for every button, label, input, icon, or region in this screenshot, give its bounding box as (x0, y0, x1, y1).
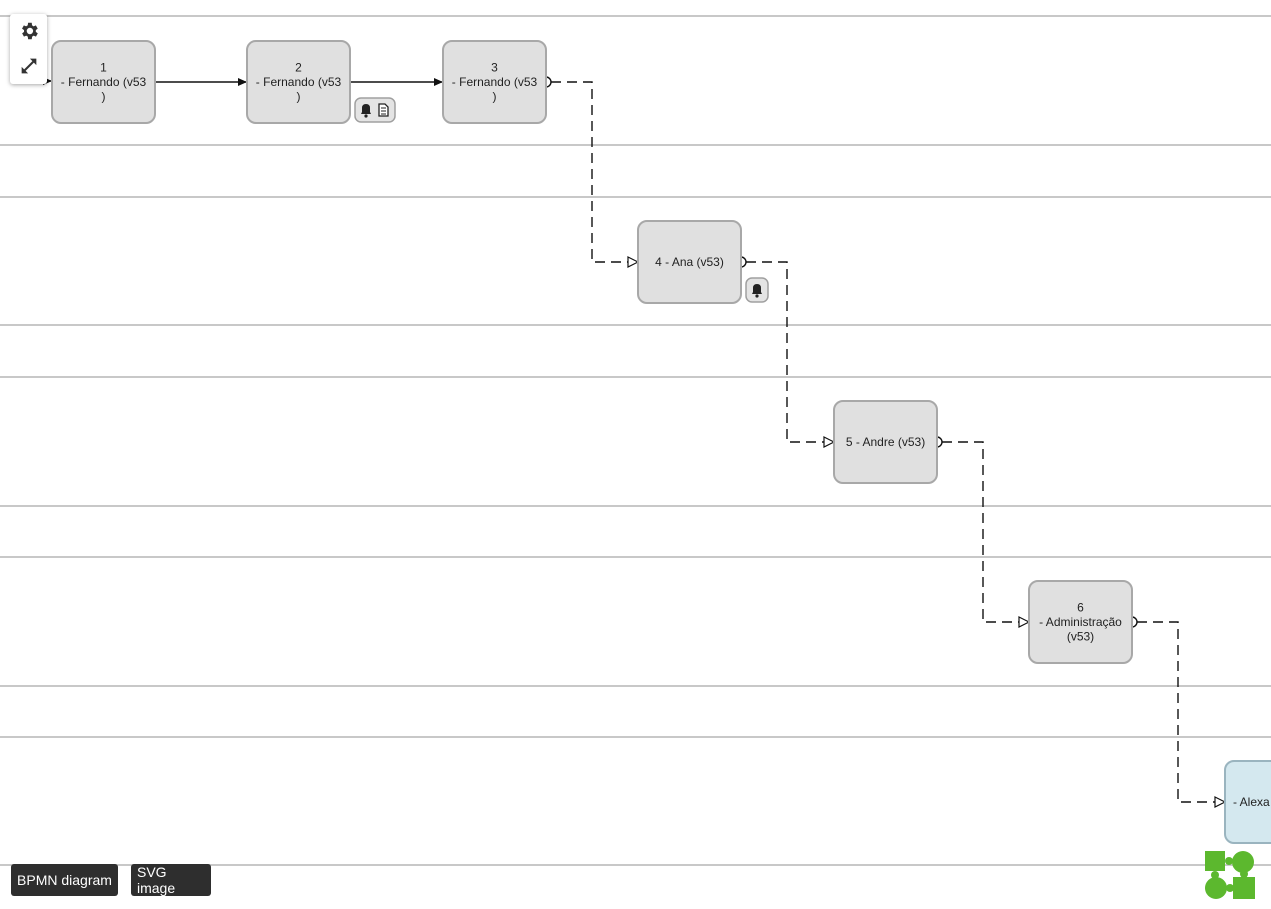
task-t5[interactable]: 5 - Andre (v53) (833, 400, 938, 484)
puzzle-logo-icon (1203, 849, 1257, 901)
task-label-line: 6 (1077, 601, 1084, 615)
task-label-line: 4 - Ana (v53) (655, 255, 724, 269)
task-label-line: (v53) (1067, 630, 1094, 644)
flow-layer (38, 76, 1225, 802)
task-label-line: - Alexa (1233, 795, 1270, 809)
task-badge[interactable] (354, 97, 396, 123)
task-t3[interactable]: 3- Fernando (v53) (442, 40, 547, 124)
task-box (1028, 580, 1133, 664)
task-label-line: 5 - Andre (v53) (846, 435, 925, 449)
task-label-line: - Fernando (v53 (256, 75, 342, 89)
task-box (246, 40, 351, 124)
bell-clapper (364, 114, 368, 118)
bell-icon (361, 104, 371, 114)
expand-arrows-icon[interactable] (10, 49, 47, 83)
task-label-line: ) (493, 90, 497, 104)
bell-clapper (755, 294, 759, 298)
task-label-line: ) (297, 90, 301, 104)
task-label-line: 1 (100, 61, 107, 75)
document-icon (378, 103, 389, 117)
badge-frame (354, 97, 396, 123)
task-box (51, 40, 156, 124)
task-t7[interactable]: - Alexa (1224, 760, 1271, 844)
message-flow (746, 261, 834, 442)
message-flow (551, 81, 638, 262)
task-box (1224, 760, 1271, 844)
message-flow (942, 441, 1029, 622)
task-t6[interactable]: 6- Administração(v53) (1028, 580, 1133, 664)
task-t1[interactable]: 1- Fernando (v53) (51, 40, 156, 124)
bpmn-diagram-button[interactable]: BPMN diagram (11, 864, 118, 896)
task-label-line: 2 (295, 61, 302, 75)
gear-icon[interactable] (10, 14, 47, 48)
task-layer: 1- Fernando (v53)2- Fernando (v53)3- Fer… (51, 40, 1271, 844)
lane-separators (0, 15, 1271, 866)
task-box (833, 400, 938, 484)
task-label-line: 3 (491, 61, 498, 75)
task-t4[interactable]: 4 - Ana (v53) (637, 220, 742, 304)
task-box (637, 220, 742, 304)
diagram-toolbox (10, 14, 47, 84)
task-t2[interactable]: 2- Fernando (v53) (246, 40, 351, 124)
message-flow (1137, 621, 1225, 802)
task-label-line: - Fernando (v53 (61, 75, 147, 89)
task-label-line: ) (102, 90, 106, 104)
svg-image-button[interactable]: SVG image (131, 864, 211, 896)
task-box (442, 40, 547, 124)
task-badge[interactable] (745, 277, 769, 303)
bell-icon (752, 284, 762, 294)
task-label-line: - Administração (1039, 615, 1122, 629)
task-label-line: - Fernando (v53 (452, 75, 538, 89)
badge-layer (354, 97, 769, 303)
